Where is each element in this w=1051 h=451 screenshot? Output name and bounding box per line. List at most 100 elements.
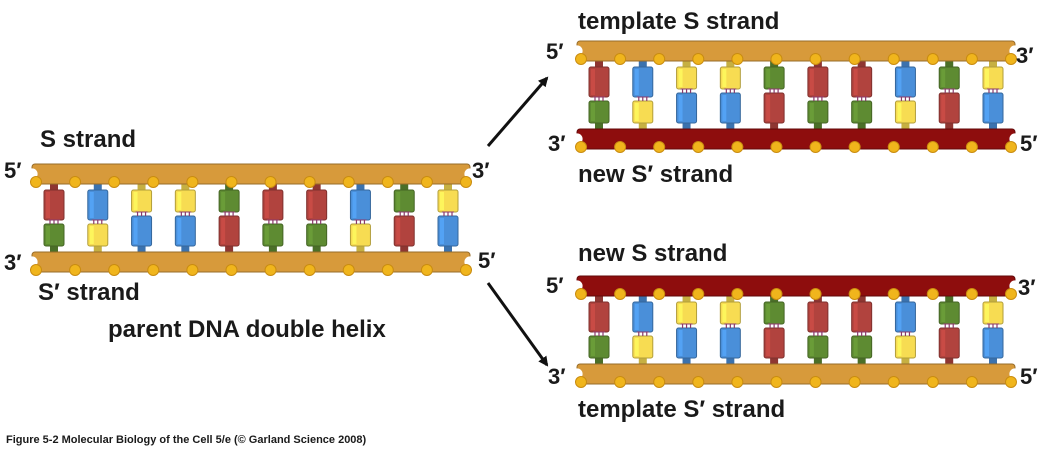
daughter2-bottom-phosphate [848,376,861,388]
d1-bottom-left-end: 3′ [548,131,566,156]
guanine-base-stub [638,296,647,302]
adenine-base-highlight [396,218,401,244]
parent-double-helix [26,163,476,276]
daughter2-top-phosphate [1005,288,1017,300]
adenine-base-highlight [941,95,946,121]
adenine-base-stub [312,184,321,190]
adenine-base-highlight [853,69,858,95]
daughter1-top-phosphate [965,53,978,65]
daughter2-bottom-phosphate [1005,376,1017,388]
cytosine-base-stub [726,296,735,302]
parent-bottom-phosphate [147,264,160,276]
cytosine-base-highlight [634,338,639,356]
d2-bottom-left-end: 3′ [548,364,566,389]
adenine-base-highlight [591,69,595,95]
adenine-base-stub [595,296,603,302]
daughter2-top-backbone [576,275,1016,297]
d2-bottom-right-end: 5′ [1020,364,1038,389]
parent-bottom-right-end: 5′ [478,248,496,273]
guanine-base-highlight [440,218,444,244]
cytosine-base-stub [901,123,910,129]
guanine-base-stub [137,246,146,252]
guanine-base-highlight [177,218,182,244]
guanine-base-stub [989,123,997,129]
cytosine-base-highlight [985,69,989,87]
parent-bottom-phosphate [69,264,82,276]
daughter2-top-phosphate [965,288,978,300]
daughter2-bottom-phosphate [926,376,939,388]
parent-bottom-phosphate [186,264,199,276]
adenine-base-stub [50,184,58,190]
thymine-base-stub [813,123,822,129]
daughter1-top-phosphate [809,53,822,65]
cytosine-base-highlight [177,192,182,210]
daughter2-top-phosphate [926,288,939,300]
adenine-base-stub [595,61,603,67]
parent-top-phosphate [460,176,472,188]
cytosine-base-stub [638,123,647,129]
cytosine-base-stub [181,184,190,190]
daughter1-top-phosphate [731,53,744,65]
guanine-base-stub [901,61,910,67]
parent-bottom-phosphate [108,264,121,276]
thymine-base-stub [595,123,603,129]
adenine-base-highlight [46,192,50,218]
adenine-base-stub [225,246,234,252]
daughter1-bottom-phosphate [614,141,627,153]
parent-bottom-phosphate [381,264,394,276]
adenine-base-highlight [809,304,814,330]
daughter2-top-phosphate [731,288,744,300]
adenine-base-highlight [809,69,814,95]
thymine-base-stub [945,61,954,67]
d2-top-left-end: 5′ [546,273,564,298]
cytosine-base-highlight [133,192,138,210]
daughter-helix-1 [571,40,1021,153]
thymine-base-highlight [396,192,401,210]
daughter1-top-phosphate [692,53,705,65]
adenine-base-stub [857,296,866,302]
adenine-base-highlight [853,304,858,330]
guanine-base-stub [682,123,691,129]
guanine-base-highlight [985,330,989,356]
thymine-base-stub [312,246,321,252]
daughter2-top-phosphate [887,288,900,300]
d2-bottom-strand-label: template S′ strand [578,396,786,423]
daughter1-top-phosphate [653,53,666,65]
daughter1-bottom-phosphate [731,141,744,153]
d1-top-right-end: 3′ [1016,43,1034,68]
cytosine-base-stub [682,296,691,302]
adenine-base-highlight [264,192,269,218]
adenine-base-highlight [766,330,771,356]
daughter1-bottom-phosphate [965,141,978,153]
thymine-base-highlight [591,103,595,121]
thymine-base-highlight [853,103,858,121]
adenine-base-highlight [221,218,226,244]
parent-top-phosphate [381,176,394,188]
daughter1-top-phosphate [614,53,627,65]
guanine-base-stub [989,358,997,364]
daughter-helix-2 [571,275,1021,388]
adenine-base-highlight [591,304,595,330]
parent-top-phosphate [303,176,316,188]
daughter2-top-phosphate [770,288,783,300]
daughter1-top-phosphate [770,53,783,65]
guanine-base-highlight [722,95,727,121]
cytosine-base-stub [989,61,997,67]
thymine-base-highlight [941,304,946,322]
cytosine-base-highlight [722,304,727,322]
parent-bottom-phosphate [420,264,433,276]
adenine-base-highlight [308,192,313,218]
daughter2-bottom-phosphate [770,376,783,388]
daughter2-bottom-phosphate [731,376,744,388]
thymine-base-highlight [853,338,858,356]
parent-bottom-phosphate [264,264,277,276]
cytosine-base-highlight [678,304,683,322]
parent-top-phosphate [420,176,433,188]
daughter2-top-phosphate [575,288,587,300]
thymine-base-stub [945,296,954,302]
cytosine-base-stub [356,246,365,252]
guanine-base-stub [901,296,910,302]
guanine-base-highlight [634,69,639,95]
daughter1-bottom-phosphate [848,141,861,153]
daughter2-top-phosphate [692,288,705,300]
